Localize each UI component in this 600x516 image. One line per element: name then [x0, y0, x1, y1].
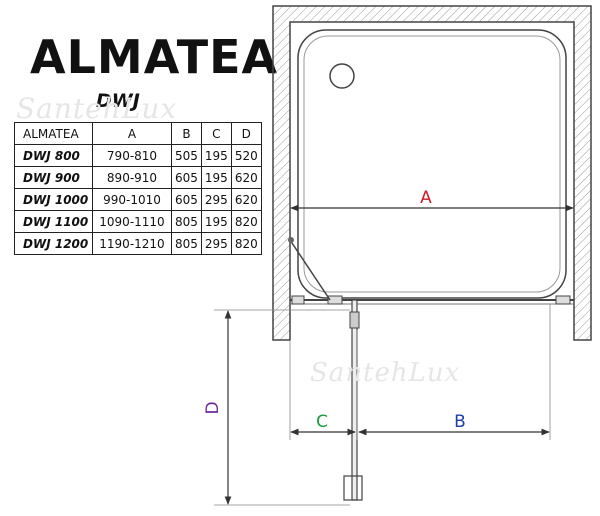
cell: 790-810 — [92, 144, 172, 167]
cell: 605 — [171, 188, 202, 211]
drain-icon — [329, 63, 355, 89]
shower-tray-inner — [303, 35, 561, 293]
table-row: DWJ 1000 990-1010 605 295 620 — [14, 188, 262, 211]
dimension-label-d: D — [203, 401, 223, 414]
watermark: SantehLux — [310, 358, 461, 388]
table-row: DWJ 800 790-810 505 195 520 — [14, 144, 262, 167]
cell: 805 — [171, 232, 202, 255]
dimension-label-a: A — [420, 188, 432, 208]
door-swing — [288, 237, 331, 301]
cell: 620 — [230, 166, 262, 189]
table-row: DWJ 1200 1190-1210 805 295 820 — [14, 232, 262, 255]
cell: 295 — [200, 188, 232, 211]
cell: 1190-1210 — [92, 232, 172, 255]
cell: 195 — [200, 210, 232, 233]
cell: 805 — [171, 210, 202, 233]
dimensions-table: ALMATEA A B C D DWJ 800 790-810 505 195 … — [14, 122, 262, 255]
cell: 820 — [230, 232, 262, 255]
cell: 520 — [230, 144, 262, 167]
glass-door — [290, 295, 574, 305]
cell: 505 — [171, 144, 202, 167]
table-row: DWJ 1100 1090-1110 805 195 820 — [14, 210, 262, 233]
table-row: DWJ 900 890-910 605 195 620 — [14, 166, 262, 189]
door-leaf — [343, 299, 363, 501]
model-cell: DWJ 900 — [14, 166, 93, 189]
brand-title: ALMATEA — [30, 30, 279, 84]
cell: 890-910 — [92, 166, 172, 189]
cell: 1090-1110 — [92, 210, 172, 233]
extension-lines — [214, 304, 551, 506]
cell: 295 — [200, 232, 232, 255]
dimension-label-b: B — [454, 412, 466, 432]
dimension-label-c: C — [316, 412, 328, 432]
wall-outline — [272, 5, 592, 341]
watermark: SantehLux — [16, 92, 178, 125]
shower-tray — [297, 29, 567, 299]
table-header-row: ALMATEA A B C D — [14, 122, 262, 145]
model-title: DWJ — [96, 90, 140, 112]
